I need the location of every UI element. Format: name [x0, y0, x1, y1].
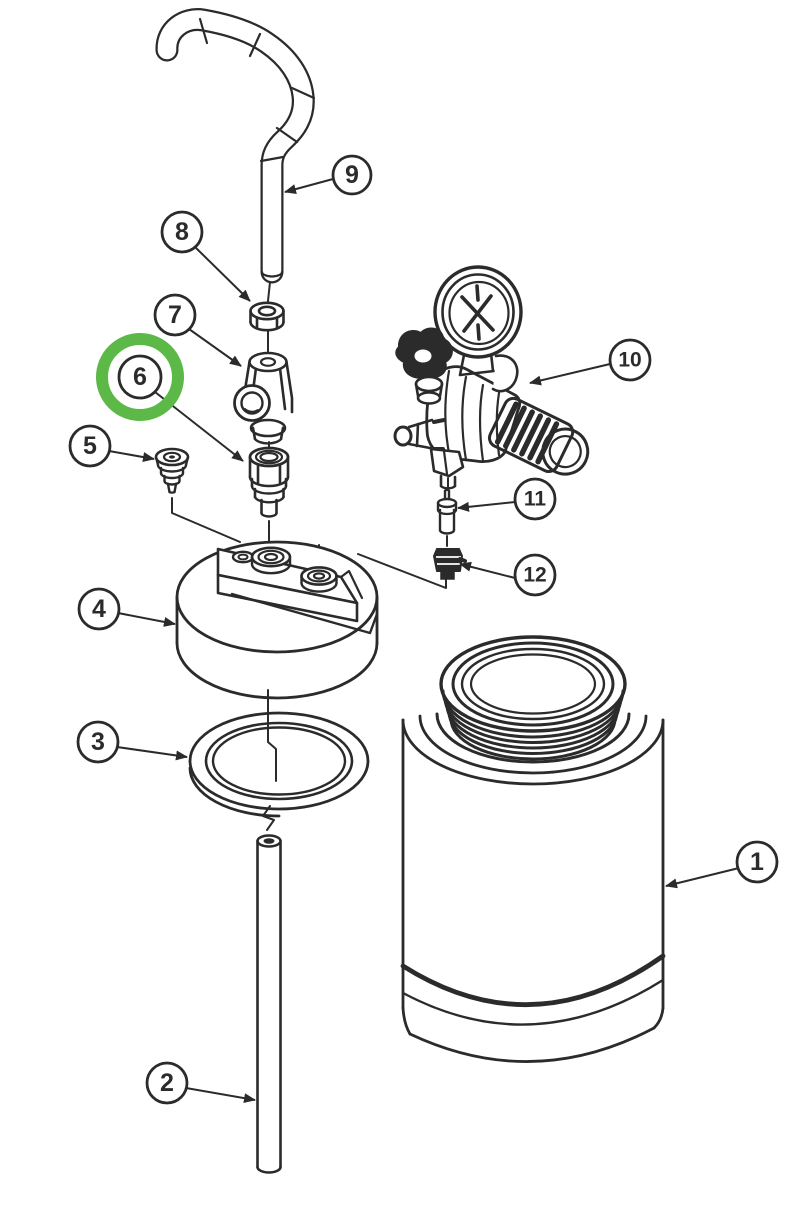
- pressure-gauge: [433, 265, 523, 393]
- part-8-nut[interactable]: [249, 301, 285, 332]
- part-3-gasket[interactable]: [188, 711, 370, 818]
- lid-port-left: [231, 550, 255, 564]
- callout-balloon[interactable]: [77, 587, 121, 631]
- callout-5[interactable]: 5: [68, 424, 155, 468]
- callout-leader-line: [188, 328, 242, 367]
- callout-leader-line: [194, 246, 251, 302]
- callout-number: 6: [133, 363, 147, 391]
- callout-number: 8: [175, 218, 189, 246]
- callout-balloon[interactable]: [76, 720, 120, 764]
- callout-number: 9: [345, 161, 359, 189]
- part-9-hook-tube[interactable]: [155, 8, 316, 284]
- callout-balloon[interactable]: [153, 293, 197, 337]
- callout-balloon[interactable]: [513, 553, 557, 597]
- callout-leader-line: [459, 561, 516, 579]
- callout-leader-line: [185, 1087, 256, 1104]
- callout-balloon[interactable]: [331, 154, 373, 196]
- callout-4[interactable]: 4: [77, 587, 176, 631]
- callout-number: 7: [168, 301, 182, 329]
- part-1-tank-jar[interactable]: [400, 635, 666, 1063]
- callout-number: 1: [750, 848, 764, 876]
- callout-leader-line: [116, 746, 188, 761]
- callout-7[interactable]: 7: [153, 293, 242, 367]
- part-10-regulator-assembly[interactable]: [393, 265, 597, 490]
- callout-number: 3: [91, 728, 105, 756]
- callout-number: 2: [160, 1069, 174, 1097]
- callout-11[interactable]: 11: [457, 477, 557, 521]
- lid-port-center: [250, 546, 292, 575]
- callout-balloon[interactable]: [117, 354, 163, 400]
- callout-2[interactable]: 2: [145, 1061, 256, 1105]
- callout-leader-line: [529, 363, 611, 386]
- callout-balloon[interactable]: [735, 840, 779, 884]
- callout-6[interactable]: 6: [96, 333, 244, 462]
- callout-number: 5: [83, 432, 97, 460]
- callout-leader-line: [457, 501, 516, 512]
- callout-balloon[interactable]: [145, 1061, 189, 1105]
- callout-balloon[interactable]: [160, 210, 204, 254]
- callout-number: 10: [618, 349, 641, 372]
- callout-balloon[interactable]: [68, 424, 112, 468]
- callout-number: 4: [92, 595, 106, 623]
- part-2-siphon-tube[interactable]: [256, 834, 282, 1174]
- jar-threads: [441, 689, 625, 761]
- petcock-valve: [395, 327, 453, 405]
- lid-port-right: [300, 566, 338, 593]
- callout-1[interactable]: 1: [665, 840, 779, 889]
- callout-number: 12: [523, 564, 546, 587]
- callout-leader-line: [117, 612, 176, 627]
- callout-balloon[interactable]: [608, 338, 652, 382]
- part-4-lid[interactable]: [175, 540, 379, 700]
- callout-9[interactable]: 9: [284, 154, 373, 196]
- callout-leader-line: [284, 178, 334, 194]
- tube-segment-joints: [198, 17, 316, 163]
- part-12-fitting[interactable]: [433, 548, 467, 580]
- callout-balloon[interactable]: [513, 477, 557, 521]
- regulator-knob[interactable]: [486, 395, 596, 484]
- highlight-ring: [96, 333, 184, 421]
- callout-10[interactable]: 10: [529, 338, 652, 386]
- callout-leader-line: [665, 867, 740, 889]
- callout-12[interactable]: 12: [459, 553, 557, 597]
- part-11-stem-fitting[interactable]: [436, 488, 458, 535]
- callout-8[interactable]: 8: [160, 210, 251, 302]
- part-6-fitting[interactable]: [248, 446, 290, 518]
- part-5-valve[interactable]: [154, 447, 190, 494]
- callout-number: 11: [524, 488, 547, 511]
- callout-3[interactable]: 3: [76, 720, 188, 764]
- part-7-elbow-fitting[interactable]: [233, 351, 294, 445]
- callout-leader-line: [108, 450, 155, 462]
- regulator-bottom-fitting: [429, 447, 465, 490]
